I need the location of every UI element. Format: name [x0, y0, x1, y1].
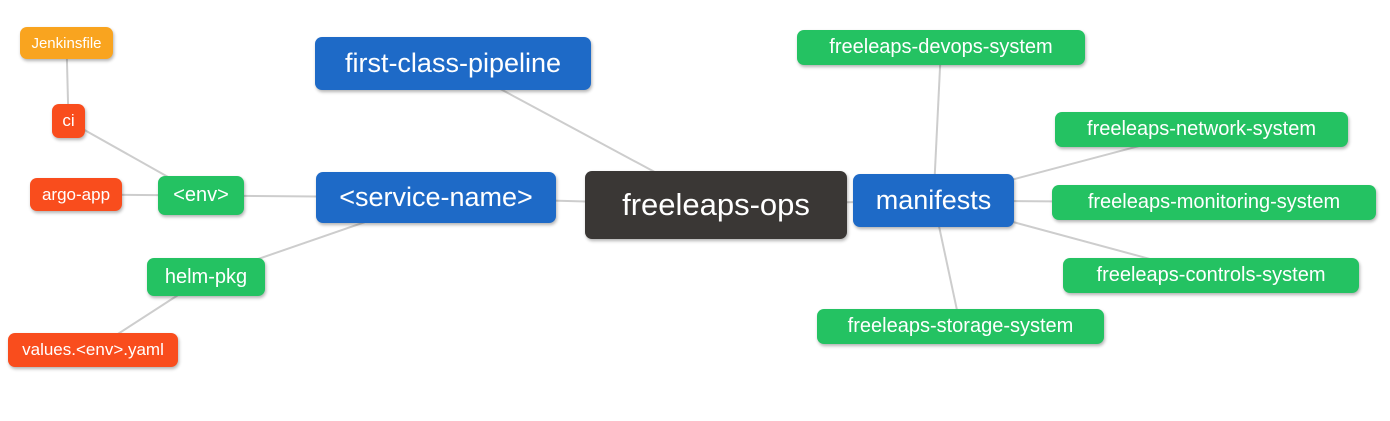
node-label: freeleaps-ops: [622, 187, 810, 222]
mindmap-node-values-env-yaml[interactable]: values.<env>.yaml: [8, 333, 178, 367]
node-label: first-class-pipeline: [344, 48, 562, 78]
node-label: ci: [62, 111, 75, 130]
node-label: <env>: [173, 184, 229, 206]
node-label: helm-pkg: [164, 265, 248, 288]
node-label: <service-name>: [339, 182, 533, 212]
mindmap-node-first-class-pipeline[interactable]: first-class-pipeline: [315, 37, 591, 90]
mindmap-node-jenkinsfile[interactable]: Jenkinsfile: [20, 27, 113, 59]
node-label: Jenkinsfile: [31, 34, 102, 52]
mindmap-node-network-system[interactable]: freeleaps-network-system: [1055, 112, 1348, 147]
mindmap-node-manifests[interactable]: manifests: [853, 174, 1014, 227]
mindmap-node-storage-system[interactable]: freeleaps-storage-system: [817, 309, 1104, 344]
node-label: freeleaps-storage-system: [847, 315, 1074, 337]
mindmap-node-root[interactable]: freeleaps-ops: [585, 171, 847, 239]
mindmap-node-service-name[interactable]: <service-name>: [316, 172, 556, 223]
node-label: freeleaps-monitoring-system: [1087, 191, 1341, 213]
node-label: values.<env>.yaml: [22, 340, 164, 359]
node-label: freeleaps-devops-system: [829, 36, 1053, 58]
mindmap-node-devops-system[interactable]: freeleaps-devops-system: [797, 30, 1085, 65]
mindmap-node-helm-pkg[interactable]: helm-pkg: [147, 258, 265, 296]
mindmap-node-monitoring-system[interactable]: freeleaps-monitoring-system: [1052, 185, 1376, 220]
node-label: argo-app: [41, 184, 111, 204]
mindmap-node-ci[interactable]: ci: [52, 104, 85, 138]
mindmap-node-controls-system[interactable]: freeleaps-controls-system: [1063, 258, 1359, 293]
mindmap-node-env[interactable]: <env>: [158, 176, 244, 215]
mindmap-node-argo-app[interactable]: argo-app: [30, 178, 122, 211]
node-label: manifests: [875, 185, 992, 215]
node-label: freeleaps-controls-system: [1096, 264, 1326, 286]
node-label: freeleaps-network-system: [1087, 118, 1316, 140]
